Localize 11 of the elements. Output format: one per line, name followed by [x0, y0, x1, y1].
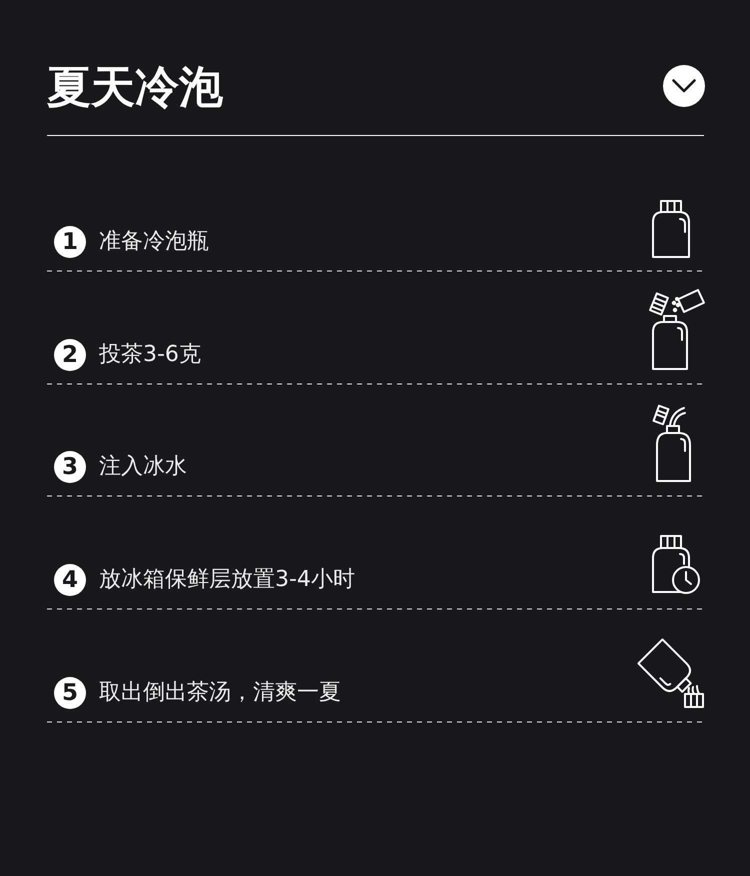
- step-text: 注入冰水: [99, 453, 187, 481]
- step-number: 5: [54, 677, 86, 709]
- step-number: 1: [54, 226, 86, 258]
- step-number: 4: [54, 564, 86, 596]
- step-text: 准备冷泡瓶: [99, 228, 209, 256]
- step-number: 2: [54, 339, 86, 371]
- step-text: 取出倒出茶汤，清爽一夏: [99, 679, 341, 707]
- step-text: 放冰箱保鲜层放置3-4小时: [99, 566, 355, 594]
- page-title: 夏天冷泡: [47, 61, 223, 115]
- step-text: 投茶3-6克: [99, 341, 201, 369]
- step-number: 3: [54, 451, 86, 483]
